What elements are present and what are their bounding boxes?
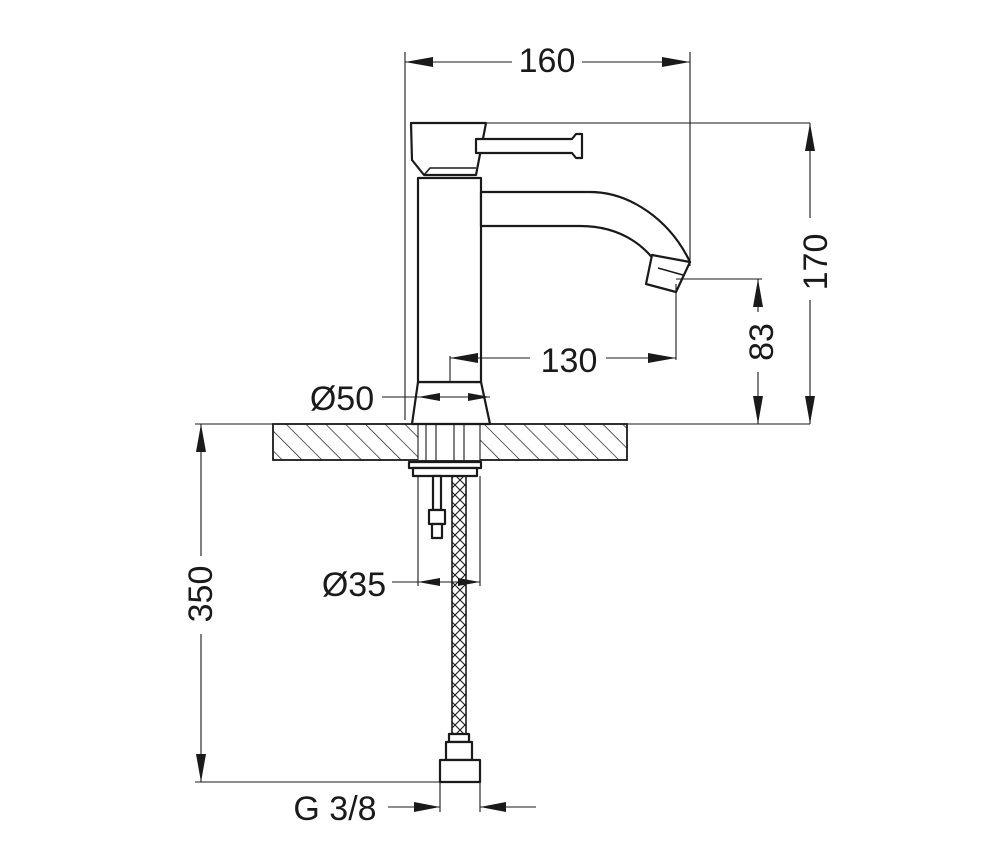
- dimension-height-170: 170: [486, 122, 835, 425]
- dimension-label-83: 83: [743, 323, 781, 361]
- dimension-diameter-35: Ø35: [322, 476, 481, 604]
- dimension-label-diameter-35: Ø35: [322, 566, 386, 604]
- under-counter-assembly: [407, 423, 483, 784]
- countertop-section: [272, 423, 628, 461]
- dimension-diameter-50: Ø50: [310, 380, 490, 418]
- dimension-label-diameter-50: Ø50: [310, 380, 374, 418]
- dimension-label-170: 170: [797, 234, 835, 291]
- dimension-label-thread: G 3/8: [293, 790, 376, 828]
- dimension-label-160: 160: [519, 42, 576, 80]
- dimension-width-160: 160: [404, 42, 691, 420]
- faucet-body: [409, 121, 692, 426]
- dimension-reach-130: 130: [449, 284, 677, 382]
- dimension-length-350: 350: [182, 423, 440, 783]
- dimension-height-83: 83: [676, 278, 781, 424]
- dimension-label-350: 350: [182, 566, 220, 623]
- dimension-thread-g38: G 3/8: [293, 782, 536, 828]
- dimension-label-130: 130: [541, 342, 598, 380]
